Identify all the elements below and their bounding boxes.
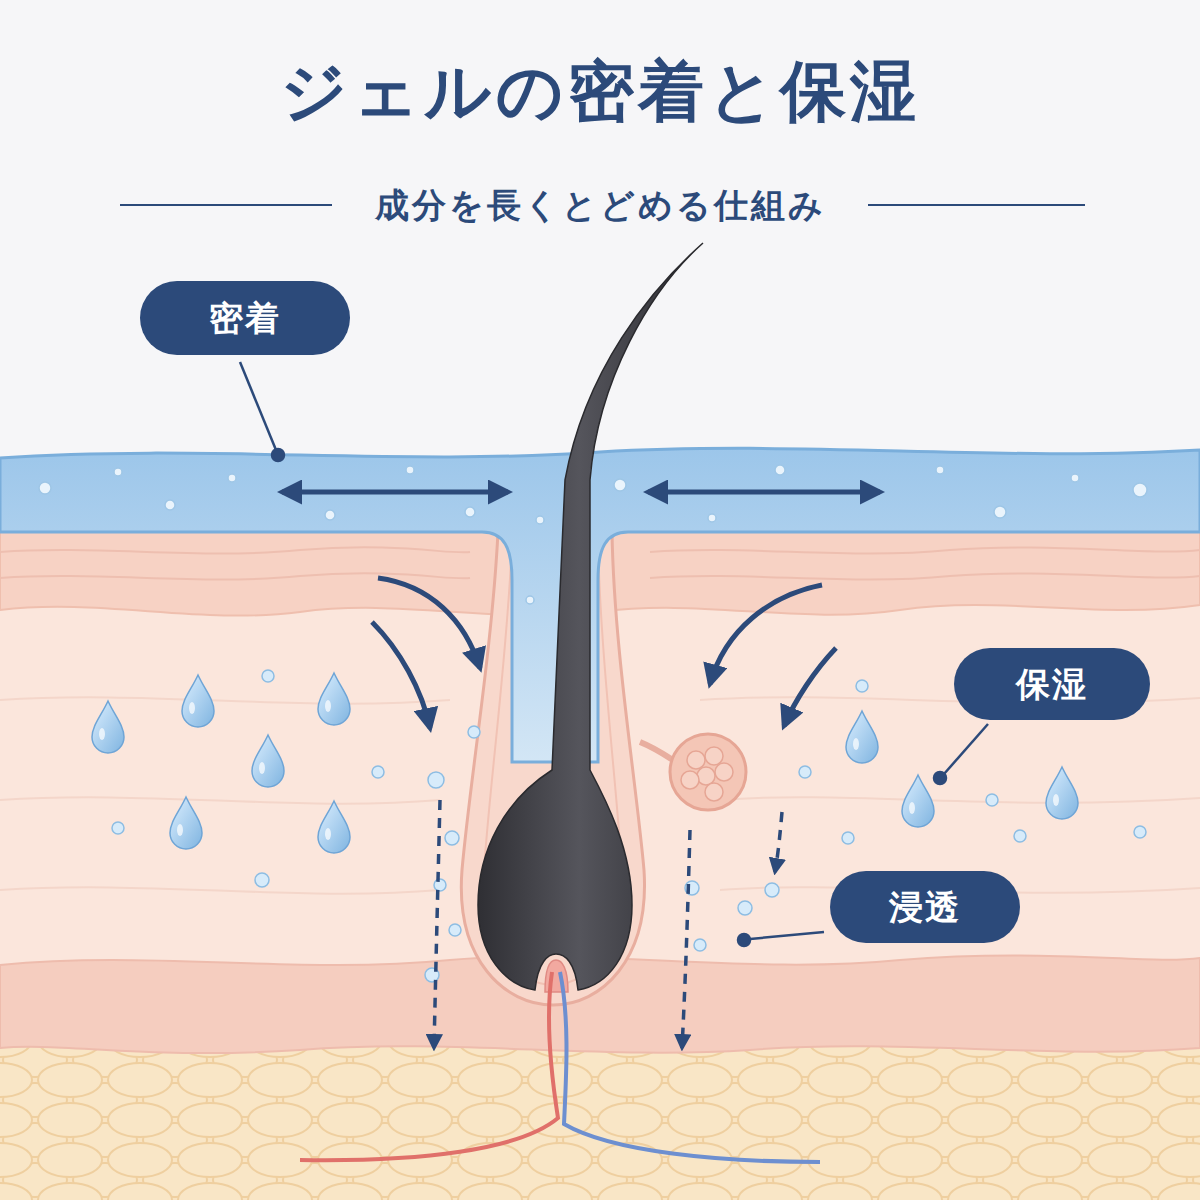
- water-drop: [902, 775, 934, 827]
- particle: [842, 832, 854, 844]
- leader-line: [240, 362, 276, 450]
- gel-bubble: [114, 468, 122, 476]
- spread-arrow: [648, 490, 880, 495]
- gel-bubble: [39, 482, 51, 494]
- gel-bubble: [1133, 483, 1147, 497]
- gel-bubbles: [39, 465, 1147, 664]
- spread-arrow: [282, 490, 508, 495]
- pill-label: 浸透: [889, 887, 961, 928]
- particle: [262, 670, 274, 682]
- gel-bubble: [228, 474, 236, 482]
- dashed-arrow: [434, 800, 440, 1048]
- subtitle-rule: [120, 204, 332, 206]
- particle: [449, 924, 461, 936]
- particle: [1134, 826, 1146, 838]
- subtitle: 成分を長くとどめる仕組み: [365, 184, 836, 227]
- water-drop: [170, 797, 202, 849]
- water-drop: [182, 675, 214, 727]
- gel-bubble: [708, 514, 716, 522]
- particle: [372, 766, 384, 778]
- gland-cell: [697, 767, 715, 785]
- gland-cell: [681, 771, 699, 789]
- particle: [445, 831, 459, 845]
- gel-bubble: [406, 466, 414, 474]
- leader-lines: [240, 362, 988, 946]
- particle: [765, 883, 779, 897]
- title-area: ジェルの密着と保湿: [0, 52, 1200, 131]
- dashed-arrows: [434, 800, 782, 1048]
- water-drop: [252, 735, 284, 787]
- particle: [468, 726, 480, 738]
- gland-cell: [715, 763, 733, 781]
- gel-bubble: [1071, 474, 1079, 482]
- particle: [1014, 830, 1026, 842]
- water-drop: [318, 673, 350, 725]
- particle: [112, 822, 124, 834]
- gel-bubble: [994, 506, 1006, 518]
- leader-line: [750, 932, 824, 939]
- fat-layer: [0, 1030, 1200, 1200]
- gland-duct: [640, 742, 676, 762]
- gel-bubble: [775, 465, 785, 475]
- hair: [478, 243, 703, 990]
- water-drop: [318, 801, 350, 853]
- particle: [986, 794, 998, 806]
- gland-cell: [687, 751, 705, 769]
- label-pill: 密着: [140, 281, 350, 355]
- particle: [428, 772, 444, 788]
- gel-bubble: [936, 466, 944, 474]
- leader-dot: [738, 934, 750, 946]
- leader-line: [944, 724, 988, 774]
- dashed-arrow: [775, 812, 782, 872]
- label-area: 成分を長くとどめる仕組み: [365, 184, 836, 227]
- fat-cells: [0, 1030, 1200, 1200]
- gel-layer: [0, 448, 1200, 762]
- penetration-arrow: [784, 648, 836, 726]
- penetration-arrow: [378, 578, 480, 668]
- penetration-arrow: [710, 585, 822, 684]
- gland-cell: [705, 783, 723, 801]
- water-drop: [1046, 767, 1078, 819]
- pill-label: 保湿: [1016, 664, 1088, 705]
- label-pill: 保湿: [954, 648, 1150, 720]
- artery: [300, 972, 558, 1160]
- pill-label: 密着: [209, 298, 281, 339]
- gel-bubble: [165, 500, 175, 510]
- gel-bubble: [536, 516, 544, 524]
- gland-cells: [681, 747, 733, 801]
- subtitle-rule: [868, 204, 1085, 206]
- title: ジェルの密着と保湿: [280, 52, 920, 131]
- sebaceous-gland: [670, 734, 746, 810]
- gel-bubble: [465, 507, 475, 517]
- leader-dot: [272, 449, 284, 461]
- gland-cell: [705, 747, 723, 765]
- particle: [694, 939, 706, 951]
- gel-bubble: [614, 479, 626, 491]
- gel-bubble: [526, 596, 534, 604]
- vein: [560, 972, 820, 1162]
- gel-bubble: [325, 510, 335, 520]
- dashed-arrow: [682, 830, 690, 1048]
- water-drop: [846, 711, 878, 763]
- penetration-arrow: [372, 622, 430, 728]
- water-drop: [92, 701, 124, 753]
- particle: [738, 901, 752, 915]
- particle: [255, 873, 269, 887]
- label-pill: 浸透: [830, 871, 1020, 943]
- leader-dot: [934, 772, 946, 784]
- particle: [799, 766, 811, 778]
- particle: [856, 680, 868, 692]
- particle: [434, 879, 446, 891]
- water-drops: [92, 673, 1078, 853]
- flow-arrows: [282, 492, 880, 728]
